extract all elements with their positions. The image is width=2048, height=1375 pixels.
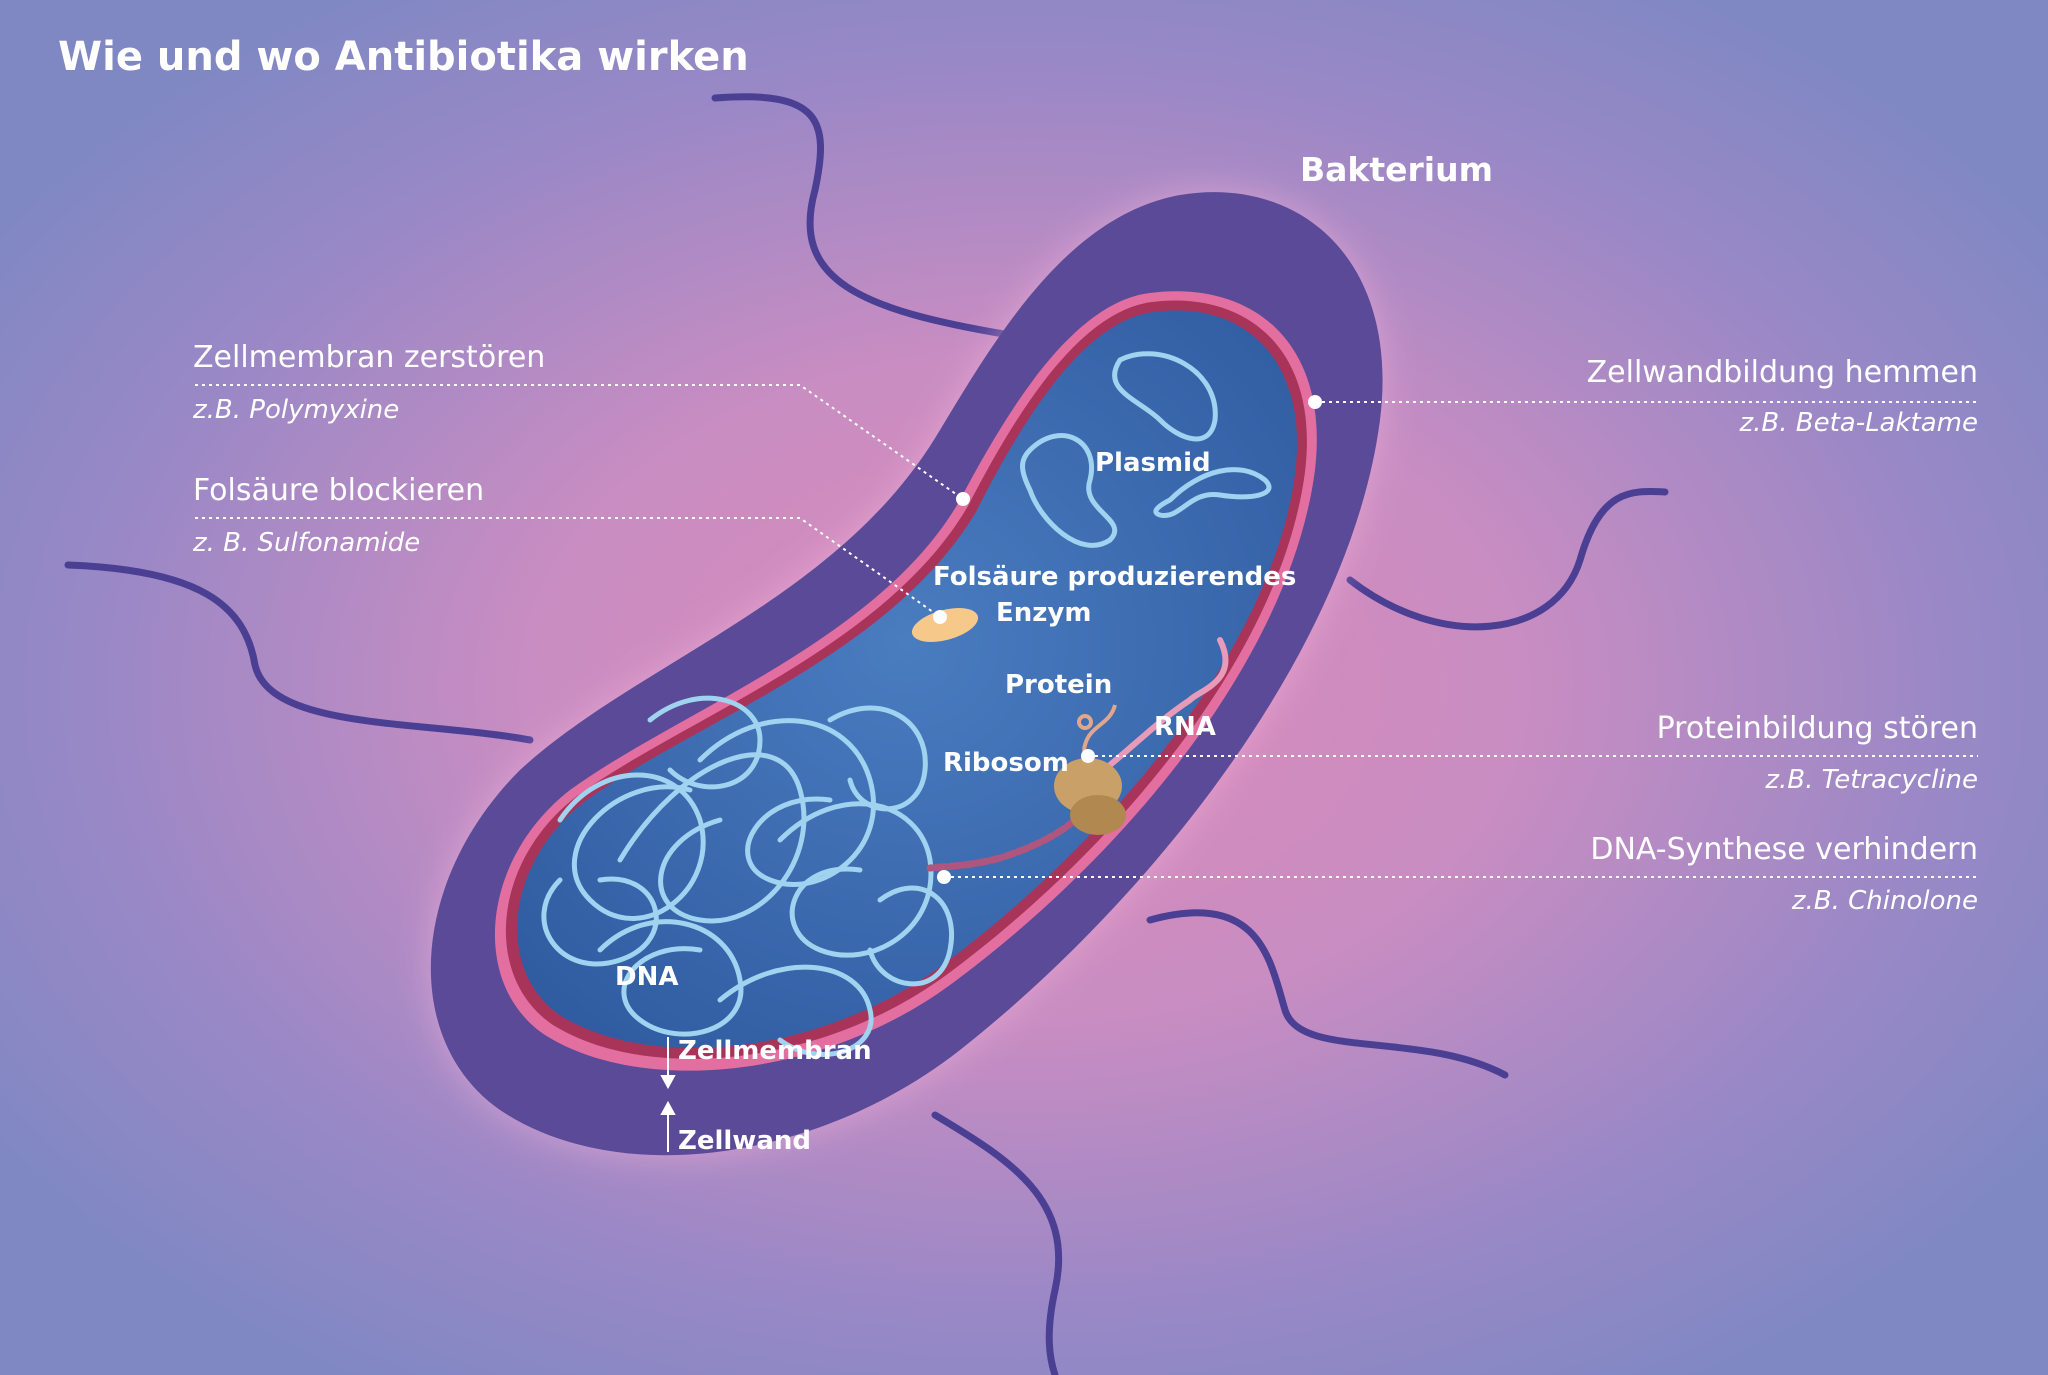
leader-lines [195, 384, 1978, 878]
dna-strand [541, 695, 954, 1057]
label-plasmid: Plasmid [1095, 448, 1211, 478]
label-protein: Protein [1005, 670, 1113, 700]
action-protein-example: z.B. Tetracycline [1765, 765, 1978, 795]
arrow-down-icon [660, 1075, 676, 1090]
flagella [64, 93, 1669, 1375]
anchor-dots [933, 395, 1322, 884]
anchor-dot [937, 870, 951, 884]
action-membrane-title: Zellmembran zerstören [193, 340, 546, 375]
action-dna-title: DNA-Synthese verhindern [1590, 832, 1978, 867]
label-ribosome: Ribosom [943, 748, 1069, 778]
label-dna: DNA [615, 962, 679, 992]
flagellum [931, 1111, 1063, 1375]
plasmids [1020, 351, 1272, 548]
anchor-dot [933, 610, 947, 624]
cytoplasm [517, 310, 1298, 1049]
page-title: Wie und wo Antibiotika wirken [58, 34, 749, 80]
leader-line-membrane [195, 384, 964, 500]
action-dna-example: z.B. Chinolone [1791, 886, 1978, 916]
action-membrane-example: z.B. Polymyxine [193, 395, 400, 425]
label-cell-membrane: Zellmembran [678, 1036, 872, 1066]
flagellum [1146, 909, 1509, 1079]
action-folic-example: z. B. Sulfonamide [193, 528, 421, 558]
flagellum [1346, 487, 1669, 631]
label-enzyme-line1: Folsäure produzierendes [933, 562, 1297, 592]
flagellum [64, 561, 534, 744]
anchor-dot [1308, 395, 1322, 409]
enzyme-shape [911, 608, 979, 642]
label-enzyme-line2: Enzym [996, 598, 1092, 628]
anchor-dot [1081, 749, 1095, 763]
label-bacterium: Bakterium [1300, 150, 1493, 189]
ribosome-shape [1054, 758, 1126, 835]
leader-line-folic [195, 517, 941, 618]
flagellum [711, 93, 1014, 339]
action-cellwall-example: z.B. Beta-Laktame [1739, 408, 1978, 438]
action-cellwall-title: Zellwandbildung hemmen [1586, 355, 1978, 390]
anchor-dot [956, 492, 970, 506]
arrow-up-icon [660, 1100, 676, 1115]
label-rna: RNA [1154, 712, 1216, 742]
action-folic-title: Folsäure blockieren [193, 473, 485, 508]
label-cell-wall: Zellwand [678, 1126, 811, 1156]
action-protein-title: Proteinbildung stören [1656, 711, 1978, 746]
wall-pointers [660, 1037, 676, 1152]
